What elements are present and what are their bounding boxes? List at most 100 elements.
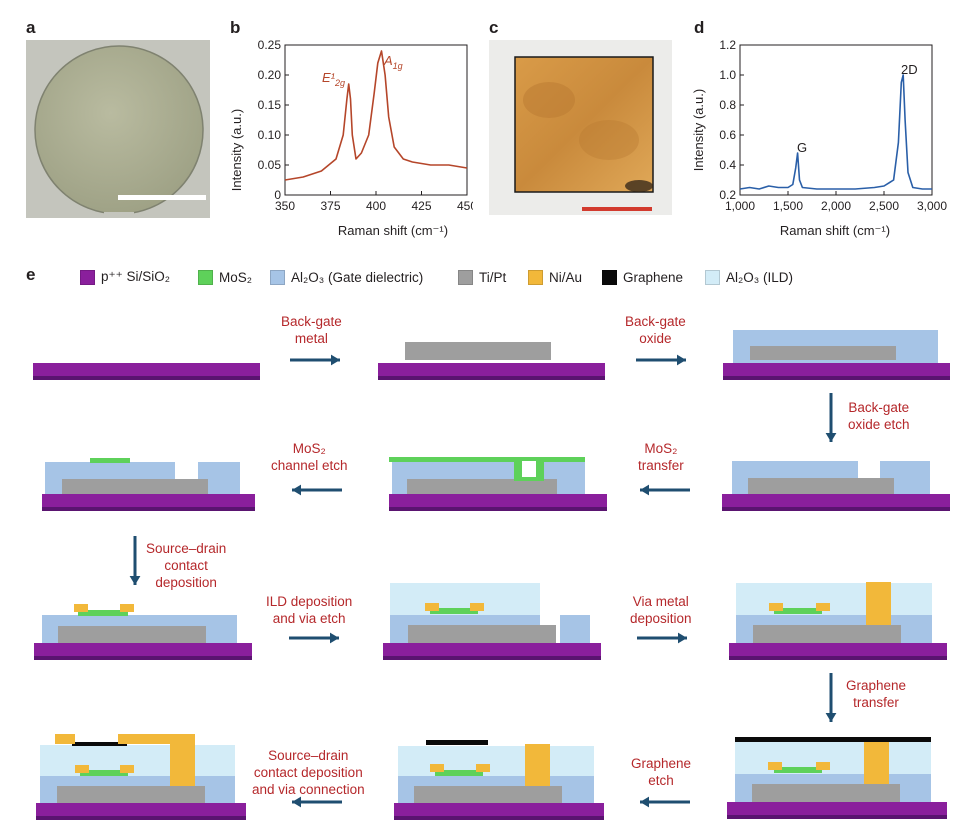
legend-label: Ti/Pt (479, 269, 507, 285)
chart-b-peak1-label: E¹2g (322, 70, 345, 88)
y-tick-label: 1.2 (719, 38, 736, 52)
y-tick-label: 0.10 (258, 128, 282, 142)
optical-square (514, 56, 654, 193)
process-arrow-head (825, 713, 837, 722)
scale-bar-c (582, 207, 652, 211)
panel-letter-c: c (489, 18, 499, 37)
legend-label: Graphene (623, 269, 684, 285)
legend-item: p⁺⁺ Si/SiO₂ (80, 267, 170, 287)
via-metal (170, 744, 195, 786)
scale-bar-a (118, 195, 206, 200)
optical-spot (523, 82, 575, 118)
y-tick-label: 1.0 (719, 68, 736, 82)
mos2-film-via (514, 460, 522, 481)
process-arrow-head (640, 796, 649, 808)
substrate-layer (383, 643, 601, 656)
backgate-metal (753, 625, 901, 643)
x-tick-label: 1,500 (773, 199, 803, 213)
mos2-channel (78, 610, 128, 616)
legend-swatch (198, 269, 213, 285)
x-tick-label: 400 (366, 199, 386, 213)
x-tick-label: 2,000 (821, 199, 851, 213)
niau-contact (74, 604, 88, 612)
mos2-film (389, 457, 585, 462)
legend-label: Al₂O₃ (Gate dielectric) (291, 269, 424, 285)
y-tick-label: 0.2 (719, 188, 736, 202)
x-tick-label: 425 (411, 199, 431, 213)
legend-swatch (602, 269, 617, 285)
data-line (739, 74, 932, 190)
substrate-layer (33, 363, 260, 376)
legend-label: MoS₂ (219, 269, 252, 285)
process-arrow-head (825, 433, 837, 442)
niau-contact (120, 604, 134, 612)
chart-b-xlabel: Raman shift (cm⁻¹) (338, 223, 448, 238)
mos2-channel (430, 608, 478, 614)
legend-swatch (80, 269, 95, 285)
legend-label: Al₂O₃ (ILD) (726, 269, 793, 285)
legend-swatch (270, 269, 285, 285)
substrate-layer (722, 494, 950, 507)
panel-letter-a: a (26, 18, 36, 37)
panel-letter-e: e (26, 265, 36, 284)
process-arrow-head (331, 354, 340, 366)
niau-contact (768, 762, 782, 770)
substrate-bottom (729, 656, 947, 660)
ild-layer (40, 745, 235, 776)
niau-contact (769, 603, 783, 611)
y-tick-label: 0.05 (258, 158, 282, 172)
y-tick-label: 0 (274, 188, 281, 202)
mos2-film-via (514, 477, 544, 481)
substrate-layer (729, 643, 947, 656)
optical-defect (625, 180, 653, 192)
gate-oxide (560, 615, 590, 643)
niau-contact (816, 603, 830, 611)
data-line (284, 50, 468, 181)
wafer-photo (26, 40, 210, 218)
y-tick-label: 0.6 (719, 128, 736, 142)
x-tick-label: 350 (275, 199, 295, 213)
substrate-layer (42, 494, 255, 507)
substrate-layer (727, 802, 947, 815)
graphene-layer (72, 742, 127, 746)
chart-d-peak-g-label: G (797, 140, 807, 155)
backgate-metal (405, 342, 551, 360)
niau-contact (425, 603, 439, 611)
via-opening (522, 461, 536, 477)
niau-contact (816, 762, 830, 770)
substrate-bottom (723, 376, 950, 380)
mos2-film-via (536, 460, 544, 481)
substrate-bottom (394, 816, 604, 820)
x-tick-label: 375 (320, 199, 340, 213)
legend-item: Graphene (602, 267, 683, 287)
process-arrow-head (292, 484, 301, 496)
backgate-metal (58, 626, 206, 643)
substrate-layer (378, 363, 605, 376)
y-tick-label: 0.25 (258, 38, 282, 52)
wafer-flat (104, 212, 134, 216)
legend-swatch (528, 269, 543, 285)
y-tick-label: 0.15 (258, 98, 282, 112)
panel-letter-d: d (694, 18, 705, 37)
backgate-metal (750, 346, 896, 360)
x-tick-label: 1,000 (725, 199, 755, 213)
legend-item: Al₂O₃ (Gate dielectric) (270, 267, 423, 287)
chart-b-peak2-label: A1g (383, 53, 403, 71)
legend-item: Ni/Au (528, 267, 582, 287)
wafer-disc (34, 45, 204, 215)
substrate-bottom (383, 656, 601, 660)
legend-item: Ti/Pt (458, 267, 506, 287)
backgate-metal (748, 478, 894, 494)
substrate-bottom (34, 656, 252, 660)
substrate-layer (34, 643, 252, 656)
substrate-layer (36, 803, 246, 816)
